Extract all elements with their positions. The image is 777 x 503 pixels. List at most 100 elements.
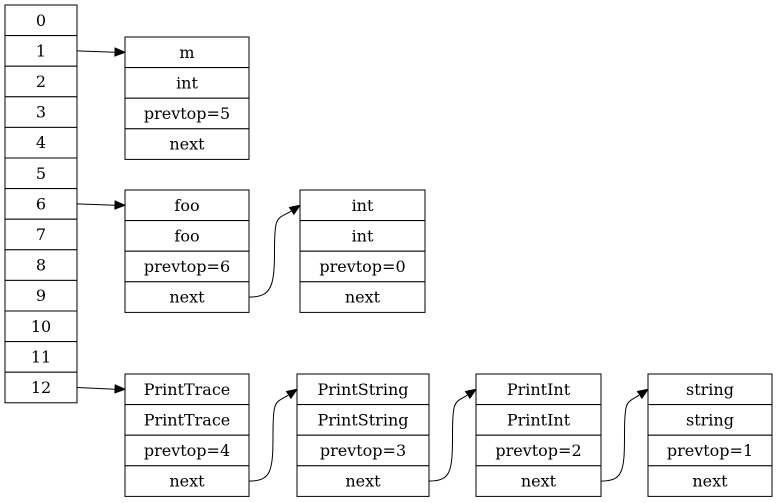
edge-arrowhead — [114, 384, 127, 394]
node-next-field: next — [169, 135, 205, 154]
node-name-field-box — [296, 373, 430, 406]
table-slot-9: 9 — [4, 279, 78, 312]
table-slot-box — [4, 310, 78, 343]
node-next-field-box — [124, 281, 250, 313]
table-slot-box — [4, 188, 78, 220]
edge-foo-next-to-int — [248, 204, 302, 298]
edge-arrowhead — [114, 47, 127, 57]
table-slot-2: 2 — [4, 65, 78, 98]
node-prevtop-field-box — [299, 250, 426, 283]
table-slot-label: 11 — [31, 347, 51, 366]
node-type-field: PrintTrace — [144, 410, 231, 429]
node-type-field-box — [124, 67, 250, 99]
table-slot-label: 12 — [31, 378, 51, 397]
table-slot-box — [4, 35, 78, 67]
node-next-field-box — [124, 465, 250, 497]
table-slot-7: 7 — [4, 218, 78, 251]
node-name-field-box — [124, 36, 250, 69]
node-prevtop-field-box — [124, 97, 250, 130]
table-slot-label: 0 — [36, 11, 46, 30]
node-name-field: PrintTrace — [144, 380, 231, 399]
node-next-field-box — [647, 465, 773, 497]
node-next-field-box — [124, 128, 250, 160]
node-type-field: foo — [174, 226, 199, 245]
node-next-field-box — [296, 465, 430, 497]
node-next-field: next — [692, 472, 728, 491]
table-slot-box — [4, 96, 78, 128]
node-type-field: PrintInt — [507, 410, 571, 429]
table-slot-label: 4 — [36, 133, 46, 152]
table-slot-label: 8 — [36, 256, 46, 275]
edge-slot-12-to-printtrace — [76, 384, 127, 394]
node-name-field: PrintString — [318, 380, 409, 399]
table-slot-box — [4, 126, 78, 159]
node-prevtop-field: prevtop=4 — [144, 441, 230, 460]
edge-printtrace-next-to-printstring — [248, 388, 299, 482]
edge-arrowhead — [288, 204, 302, 216]
node-prevtop-field-box — [647, 434, 773, 467]
table-slot-box — [4, 65, 78, 98]
node-name-field: int — [352, 196, 374, 215]
table-slot-10: 10 — [4, 310, 78, 343]
node-prevtop-field: prevtop=6 — [144, 257, 230, 276]
table-slot-12: 12 — [4, 371, 78, 404]
node-name-field-box — [124, 189, 250, 222]
table-slot-box — [4, 4, 78, 37]
node-prevtop-field-box — [124, 250, 250, 283]
node-type-field-box — [296, 404, 430, 436]
table-slot-label: 10 — [31, 317, 51, 336]
node-name-field: PrintInt — [507, 380, 571, 399]
edge-arrowhead — [464, 388, 478, 400]
node-next-field: next — [169, 472, 205, 491]
edge-arrowhead — [114, 200, 127, 210]
edge-arrowhead — [285, 388, 299, 400]
edge-line — [76, 387, 116, 390]
edge-arrowhead — [636, 388, 650, 400]
node-next-field-box — [299, 281, 426, 313]
node-prevtop-field: prevtop=3 — [320, 441, 406, 460]
node-name-field-box — [124, 373, 250, 406]
table-slot-11: 11 — [4, 341, 78, 373]
edge-curve — [248, 394, 289, 482]
table-slot-box — [4, 371, 78, 404]
table-slot-5: 5 — [4, 157, 78, 190]
table-slot-label: 7 — [36, 225, 46, 244]
edges-layer — [76, 47, 650, 482]
edge-printint-next-to-string — [600, 388, 650, 482]
node-type-field: int — [176, 73, 198, 92]
node-type-field: string — [686, 410, 734, 429]
node-prevtop-field: prevtop=0 — [319, 257, 405, 276]
node-prevtop-field-box — [296, 434, 430, 467]
nodes-layer: mintprevtop=5nextfoofooprevtop=6nextinti… — [124, 36, 773, 497]
table-slot-label: 3 — [36, 103, 46, 122]
table-slot-label: 5 — [36, 164, 46, 183]
table-slot-label: 1 — [36, 41, 46, 60]
table-slot-8: 8 — [4, 249, 78, 281]
node-name-field-box — [299, 189, 426, 222]
node-type-field: int — [352, 226, 374, 245]
table-slot-label: 9 — [36, 286, 46, 305]
node-name-field: string — [686, 380, 734, 399]
node-prevtop-field-box — [475, 434, 602, 467]
edge-slot-1-to-m — [76, 47, 127, 57]
table-slot-0: 0 — [4, 4, 78, 37]
edge-printstring-next-to-printint — [428, 388, 478, 482]
node-name-field: m — [179, 43, 194, 62]
node-next-field: next — [521, 472, 557, 491]
node-name-field: foo — [174, 196, 199, 215]
edge-curve — [428, 394, 468, 482]
edge-slot-6-to-foo — [76, 200, 127, 210]
table-slot-1: 1 — [4, 35, 78, 67]
edge-line — [76, 203, 116, 206]
table-slot-label: 2 — [36, 72, 46, 91]
table-slot-3: 3 — [4, 96, 78, 128]
table-slot-6: 6 — [4, 188, 78, 220]
